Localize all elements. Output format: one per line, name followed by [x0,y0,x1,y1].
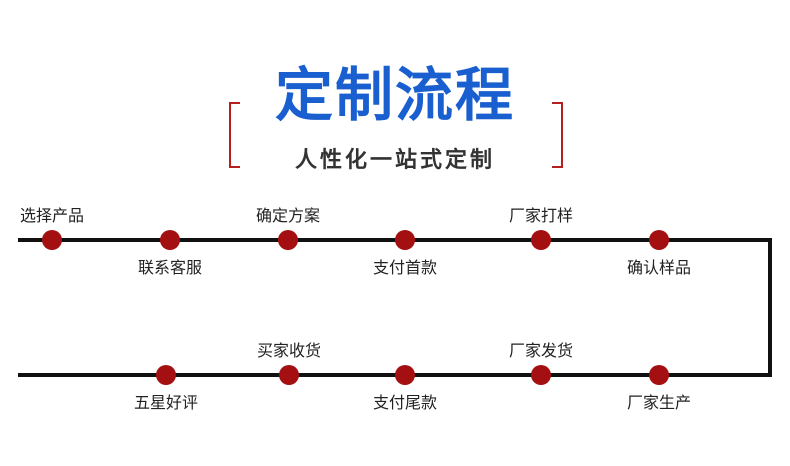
step-node-2 [160,230,180,250]
step-node-4 [395,230,415,250]
step-label-2: 联系客服 [137,258,202,277]
step-label-8: 厂家发货 [508,341,573,360]
page-subtitle: 人性化一站式定制 [294,148,495,173]
step-label-9: 支付尾款 [372,393,437,412]
step-node-5 [531,230,551,250]
step-node-7 [649,365,669,385]
flow-nodes [42,230,669,385]
step-label-10: 买家收货 [256,341,321,360]
step-node-10 [279,365,299,385]
step-label-6: 确认样品 [626,258,691,277]
step-label-4: 支付首款 [372,258,437,277]
step-label-7: 厂家生产 [626,393,691,412]
step-node-11 [156,365,176,385]
right-bracket-decoration [552,102,563,168]
left-bracket-decoration [229,102,240,168]
step-label-1: 选择产品 [19,206,84,225]
step-node-9 [395,365,415,385]
step-node-1 [42,230,62,250]
step-node-8 [531,365,551,385]
step-label-11: 五星好评 [133,393,198,412]
step-node-3 [278,230,298,250]
flow-path [18,238,772,377]
page-title: 定制流程 [274,61,515,129]
step-label-5: 厂家打样 [508,206,573,225]
step-label-3: 确定方案 [255,206,320,225]
step-node-6 [649,230,669,250]
